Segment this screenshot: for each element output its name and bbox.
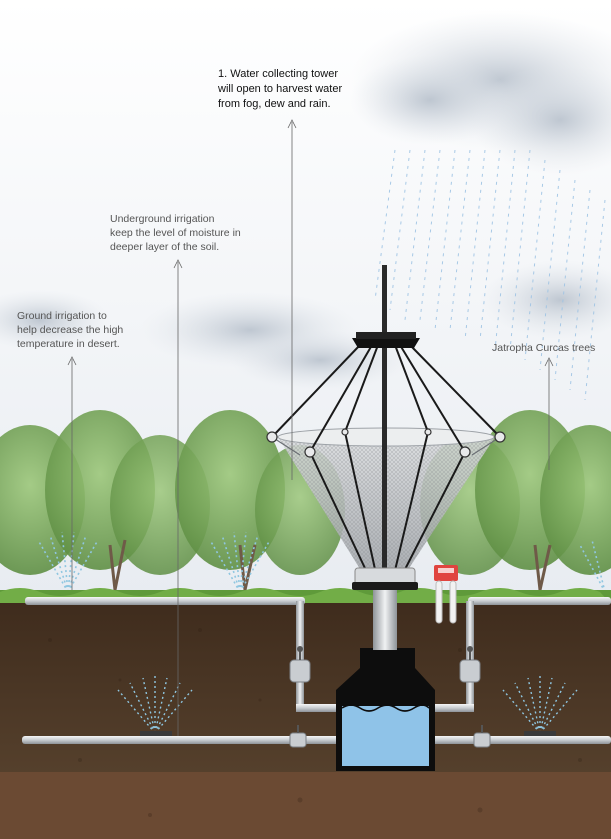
label-underground-irrigation: Underground irrigation keep the level of… xyxy=(110,212,241,254)
label-trees-line-1: Jatropha Curcas trees xyxy=(492,342,596,354)
underground-pipe xyxy=(22,736,611,744)
water-tank xyxy=(336,648,435,771)
label-tower-line-2: will open to harvest water xyxy=(218,83,343,95)
inline-valve-right xyxy=(473,725,491,748)
clouds xyxy=(0,10,611,390)
tower-shaft xyxy=(373,586,397,650)
label-jatropha-trees: Jatropha Curcas trees xyxy=(492,341,595,355)
ground-pipe-left xyxy=(25,597,305,605)
label-tower-line-1: 1. Water collecting tower xyxy=(218,68,339,80)
deep-soil xyxy=(0,772,611,839)
underground-sprinkler-right xyxy=(502,676,578,734)
ground-pipe-right xyxy=(468,597,611,605)
label-underground-line-2: keep the level of moisture in xyxy=(110,227,241,239)
soil xyxy=(0,603,611,773)
underground-sprinkler-left xyxy=(117,676,193,734)
water-collecting-tower xyxy=(266,265,506,590)
inline-valve-left xyxy=(289,725,307,748)
ground-sprinklers xyxy=(37,531,606,593)
label-ground-line-2: help decrease the high xyxy=(17,324,124,336)
rain xyxy=(374,149,606,401)
leader-lines xyxy=(67,119,554,736)
moisture-sensor xyxy=(434,565,458,624)
valve-left xyxy=(289,646,311,683)
tank-water xyxy=(342,706,429,766)
label-underground-line-3: deeper layer of the soil. xyxy=(110,241,220,253)
label-ground-irrigation: Ground irrigation to help decrease the h… xyxy=(17,309,123,351)
label-ground-line-3: temperature in desert. xyxy=(17,338,120,350)
label-tower-line-3: from fog, dew and rain. xyxy=(218,98,331,110)
label-water-collecting-tower: 1. Water collecting tower will open to h… xyxy=(218,67,342,112)
label-ground-line-1: Ground irrigation to xyxy=(17,310,107,322)
valve-right xyxy=(459,646,481,683)
label-underground-line-1: Underground irrigation xyxy=(110,213,215,225)
